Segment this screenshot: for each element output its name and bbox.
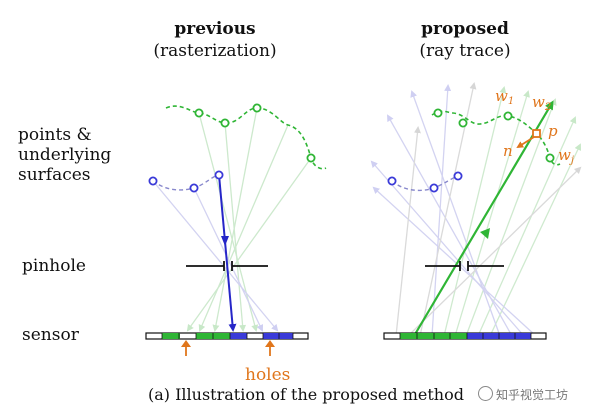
- holes-label: holes: [245, 365, 290, 385]
- point-green: [433, 108, 443, 118]
- label-w1: w1: [495, 87, 514, 107]
- point-green: [306, 153, 316, 163]
- point-green: [503, 111, 513, 121]
- previous-light-rays: [186, 107, 312, 332]
- proposed-pinhole: [425, 261, 504, 271]
- proposed-ray-fan-blue: [370, 84, 537, 337]
- normal-arrow: [516, 136, 535, 149]
- previous-main-ray: [218, 174, 237, 332]
- previous-panel: holes: [145, 103, 327, 385]
- point-blue: [453, 171, 463, 181]
- label-pinhole: pinhole: [22, 256, 86, 276]
- title-previous-sub: (rasterization): [153, 41, 277, 61]
- holes-arrows: [181, 340, 275, 356]
- title-proposed-sub: (ray trace): [419, 41, 511, 61]
- previous-blue-surface: [152, 174, 220, 191]
- label-points-line1: points &: [18, 125, 92, 145]
- proposed-ray-mid-arrow: [480, 228, 490, 239]
- proposed-ray-fan-green: [443, 86, 582, 337]
- label-w2: w2: [532, 93, 551, 113]
- previous-pinhole: [186, 261, 268, 271]
- label-points: points & underlying surfaces: [18, 125, 111, 185]
- intersection-point-p: [532, 129, 541, 138]
- title-proposed: proposed (ray trace): [390, 18, 540, 62]
- watermark-text: 知乎视觉工坊: [496, 388, 569, 402]
- previous-points: [148, 103, 316, 193]
- previous-green-surface: [165, 105, 327, 170]
- previous-sensor: [145, 332, 309, 340]
- point-green: [194, 108, 204, 118]
- label-sensor: sensor: [22, 325, 79, 345]
- title-previous-main: previous: [174, 19, 256, 39]
- watermark-logo-icon: [478, 386, 493, 401]
- point-green: [220, 118, 230, 128]
- point-blue: [429, 183, 439, 193]
- point-blue: [214, 170, 224, 180]
- previous-light-rays-blue: [152, 180, 279, 332]
- point-blue: [148, 176, 158, 186]
- point-green: [458, 118, 468, 128]
- label-points-line3: surfaces: [18, 165, 91, 185]
- proposed-panel: w1 w2 wj p n: [370, 82, 582, 340]
- label-p: p: [548, 122, 558, 140]
- point-blue: [387, 176, 397, 186]
- previous-ray-mid-arrow: [221, 236, 229, 246]
- figure-caption: (a) Illustration of the proposed method: [148, 385, 464, 404]
- proposed-main-ray: [413, 100, 554, 337]
- proposed-sensor: [383, 332, 547, 340]
- label-points-line2: underlying: [18, 145, 112, 165]
- label-n: n: [503, 142, 513, 160]
- point-blue: [189, 183, 199, 193]
- label-wj: wj: [558, 146, 574, 166]
- title-proposed-main: proposed: [421, 19, 509, 39]
- point-green: [545, 153, 555, 163]
- watermark: 知乎视觉工坊: [478, 386, 568, 403]
- proposed-points: [387, 108, 555, 193]
- point-green: [252, 103, 262, 113]
- proposed-blue-surface: [391, 175, 459, 192]
- title-previous: previous (rasterization): [140, 18, 290, 62]
